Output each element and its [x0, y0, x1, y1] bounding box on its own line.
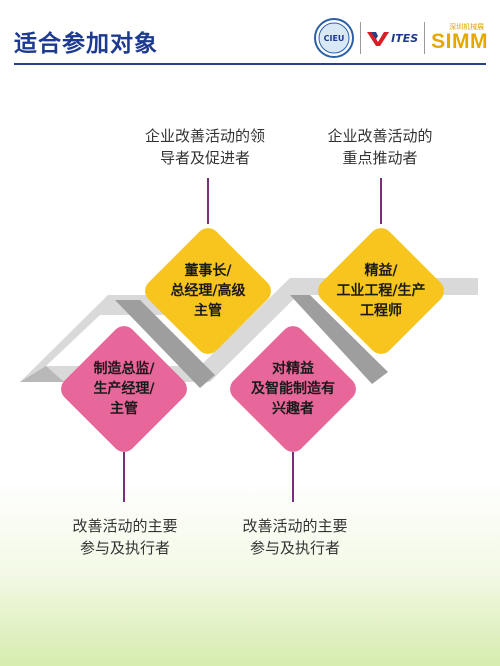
ites-mark-icon: [367, 32, 390, 46]
ites-logo: ITES: [367, 29, 418, 47]
diamond-2-text: 精益/ 工业工程/生产 工程师: [316, 261, 446, 321]
diamond-4-text: 对精益 及智能制造有 兴趣者: [228, 359, 358, 419]
diamond-1-text: 董事长/ 总经理/高级 主管: [148, 261, 268, 321]
diamond-3-line2: 生产经理/: [93, 381, 155, 397]
diamond-2-line2: 工业工程/生产: [336, 283, 426, 299]
connector-line: [292, 452, 294, 502]
top-label-1-line2: 导者及促进者: [159, 149, 250, 167]
band-dark-face: [115, 300, 215, 388]
diamond-3-line1: 制造总监/: [93, 361, 155, 377]
header-divider: [14, 63, 486, 65]
logo-divider: [360, 22, 362, 54]
top-label-2-line2: 重点推动者: [342, 149, 418, 167]
ites-logo-text: ITES: [391, 31, 419, 45]
bottom-label-1: 改善活动的主要 参与及执行者: [40, 515, 210, 559]
band-dark-face: [20, 366, 64, 382]
diamond-1-line3: 主管: [194, 303, 222, 319]
simm-logo: 深圳机械展 SIMM: [431, 23, 488, 53]
logo-divider: [424, 22, 426, 54]
bottom-label-1-line1: 改善活动的主要: [72, 517, 178, 535]
bottom-label-2-line2: 参与及执行者: [249, 539, 340, 557]
diamond-4-line2: 及智能制造有: [251, 381, 335, 397]
bottom-label-2-line1: 改善活动的主要: [242, 517, 348, 535]
header: 适合参加对象 CIEU ITES 深圳机械展 SIMM: [0, 0, 500, 66]
logo-group: CIEU ITES 深圳机械展 SIMM: [314, 17, 488, 59]
diamond-3-text: 制造总监/ 生产经理/ 主管: [64, 359, 184, 419]
top-label-2: 企业改善活动的 重点推动者: [300, 125, 460, 169]
diamond-1: [145, 228, 271, 354]
connector-line: [207, 178, 209, 224]
top-label-2-line1: 企业改善活动的: [327, 127, 433, 145]
diamond-4: [230, 326, 356, 452]
diamond-4-line1: 对精益: [272, 361, 314, 377]
top-label-1-line1: 企业改善活动的领: [144, 127, 265, 145]
cieu-logo-text: CIEU: [324, 34, 345, 43]
page-title: 适合参加对象: [14, 31, 158, 57]
connector-line: [123, 452, 125, 502]
band-dark-face: [290, 295, 388, 384]
diamond-3-line3: 主管: [110, 401, 138, 417]
cieu-logo-icon: CIEU: [314, 18, 355, 58]
connector-line: [380, 178, 382, 224]
diamond-3: [61, 326, 187, 452]
diamond-2: [318, 228, 444, 354]
diamond-2-line3: 工程师: [360, 303, 402, 319]
simm-logo-text: SIMM: [431, 30, 488, 53]
diamond-1-line2: 总经理/高级: [170, 283, 246, 299]
top-label-1: 企业改善活动的领 导者及促进者: [115, 125, 295, 169]
diamond-4-line3: 兴趣者: [272, 401, 314, 417]
bottom-label-2: 改善活动的主要 参与及执行者: [210, 515, 380, 559]
diamond-1-line1: 董事长/: [184, 263, 232, 279]
simm-logo-caption: 深圳机械展: [449, 23, 485, 31]
bottom-label-1-line2: 参与及执行者: [79, 539, 170, 557]
diamond-2-line1: 精益/: [364, 263, 398, 279]
